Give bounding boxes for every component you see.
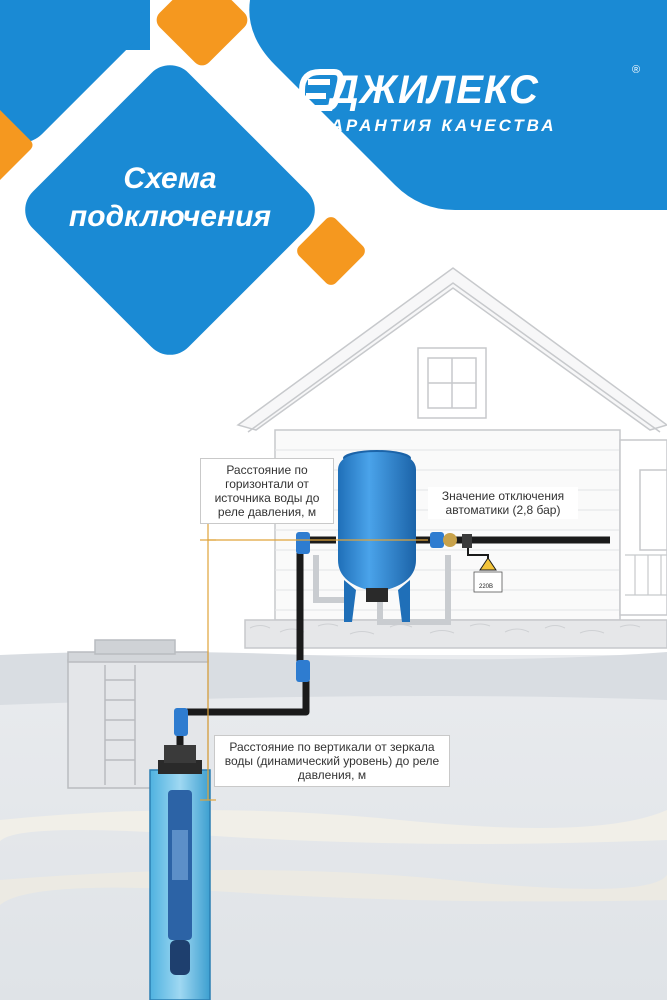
brand-logo-icon xyxy=(299,69,344,111)
orange-accents xyxy=(0,0,365,285)
registered-mark: ® xyxy=(632,64,641,76)
measurement-lines xyxy=(200,515,428,801)
horizontal-distance-note: Расстояние по горизонтали от источника в… xyxy=(200,458,334,524)
title-line-2: подключения xyxy=(68,200,272,233)
cutoff-value-note: Значение отключения автоматики (2,8 бар) xyxy=(428,487,578,519)
voltage-sign-label: 220В xyxy=(479,584,494,590)
brand-tagline: ГАРАНТИЯ КАЧЕСТВА xyxy=(318,116,557,135)
power-cable xyxy=(467,548,503,593)
brand-background xyxy=(0,0,667,355)
vertical-distance-note: Расстояние по вертикали от зеркала воды … xyxy=(214,735,450,787)
tank-feed-pipes xyxy=(313,555,451,625)
pressure-tank xyxy=(338,450,416,622)
title-line-1: Схема xyxy=(123,162,217,195)
submersible-pump xyxy=(168,790,192,975)
page-title: Схема подключения xyxy=(40,160,300,236)
brand-name: ДЖИЛЕКС xyxy=(330,68,539,112)
pipe-fittings xyxy=(174,532,472,736)
